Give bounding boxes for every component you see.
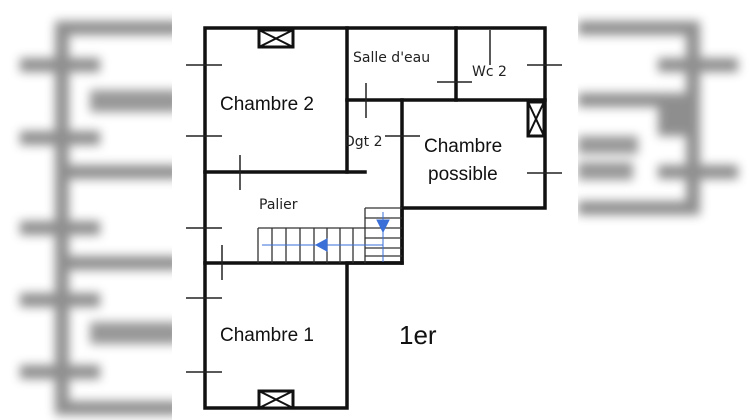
stair-direction-arrow [262,212,390,262]
room-label-chambre-2: Chambre 2 [220,94,314,115]
window-chambre1 [257,389,295,410]
staircase [257,207,402,263]
room-label-chambre-possible-line1: Chambre [424,136,503,157]
room-label-salle-d-eau: Salle d'eau [353,50,431,66]
room-label-chambre-possible-line2: possible [428,164,498,185]
room-label-palier: Palier [259,197,298,213]
room-label-wc-2: Wc 2 [472,64,507,80]
room-label-chambre-1: Chambre 1 [220,325,314,346]
window-chambre-possible [526,100,546,138]
blurred-background-left [0,0,180,420]
blurred-background-right [578,0,750,420]
floor-level-label: 1er [399,320,437,350]
window-chambre2 [257,28,295,49]
floor-plan: Chambre 2 Salle d'eau Wc 2 Dgt 2 Chambre… [172,0,578,420]
room-label-dgt-2: Dgt 2 [344,134,383,150]
